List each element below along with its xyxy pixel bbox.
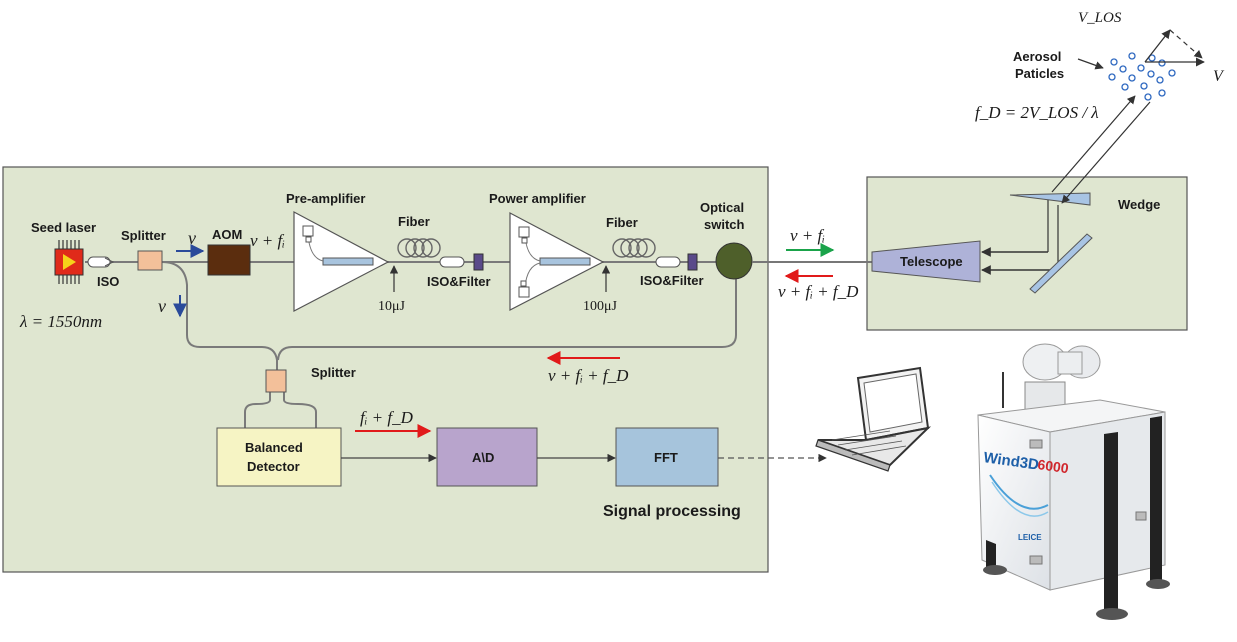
lidar-maker: LEICE	[1018, 533, 1042, 542]
fiber-coil-1	[397, 238, 441, 258]
aom-label: AOM	[212, 227, 242, 242]
power-amplifier-label: Power amplifier	[489, 191, 586, 206]
telescope-body	[871, 240, 981, 283]
aerosol-label-2: Paticles	[1015, 66, 1064, 81]
pre-amplifier-label: Pre-amplifier	[286, 191, 365, 206]
balanced-detector-label-1: Balanced	[245, 440, 303, 455]
transceiver-panel	[2, 166, 769, 573]
v-label: V	[1213, 68, 1225, 85]
fiber-2-label: Fiber	[606, 215, 638, 230]
wind-lidar-device-icon	[977, 343, 1170, 620]
energy-1-label: 10μJ	[378, 299, 406, 314]
optical-switch	[715, 242, 753, 280]
v-los-label: V_LOS	[1078, 10, 1122, 26]
nu-down-label: ν	[158, 296, 166, 316]
telescope-label: Telescope	[900, 254, 963, 269]
fi-plus-fd-label: fᵢ + f_D	[360, 408, 414, 427]
nu-arrow-top-label: ν	[188, 228, 196, 248]
aerosol-label-1: Aerosol	[1013, 49, 1061, 64]
doppler-formula: f_D = 2V_LOS / λ	[975, 103, 1099, 122]
aerosol-pointer	[1077, 58, 1104, 70]
optical-switch-label-1: Optical	[700, 200, 744, 215]
return-signal-inner-label: ν + fᵢ + f_D	[548, 366, 629, 385]
wavelength-label: λ = 1550nm	[19, 312, 102, 331]
optical-switch-label-2: switch	[704, 217, 745, 232]
energy-2-label: 100μJ	[583, 299, 618, 314]
fft-box	[615, 427, 719, 487]
seed-laser-label: Seed laser	[31, 220, 96, 235]
aom-box	[207, 244, 251, 276]
fiber-path-detector	[244, 390, 317, 428]
signal-processing-label: Signal processing	[603, 503, 741, 520]
nu-plus-fi-label: ν + fᵢ	[250, 231, 285, 250]
fft-label: FFT	[654, 450, 678, 465]
iso-label: ISO	[97, 274, 119, 289]
ad-box	[436, 427, 538, 487]
iso-filter-1	[439, 253, 484, 271]
splitter-bottom	[265, 369, 287, 393]
splitter-top-label: Splitter	[121, 228, 166, 243]
beam-to-aerosol	[1051, 95, 1136, 193]
splitter-bottom-label: Splitter	[311, 365, 356, 380]
wedge-label: Wedge	[1118, 197, 1160, 212]
v-projection	[1169, 29, 1203, 59]
iso-filter-1-label: ISO&Filter	[427, 274, 491, 289]
balanced-detector-box	[216, 427, 342, 487]
laser-diode-icon	[54, 240, 84, 284]
pre-amplifier	[293, 211, 390, 312]
fiber-1-label: Fiber	[398, 214, 430, 229]
beam-from-aerosol	[1061, 101, 1151, 204]
isolator-1	[87, 256, 115, 268]
v-los-vector	[1144, 29, 1171, 63]
fiber-path-return	[277, 262, 737, 361]
iso-filter-2	[655, 253, 698, 271]
return-signal-outer-label: ν + fᵢ + f_D	[778, 282, 859, 301]
mirror	[1029, 233, 1093, 294]
fiber-path-lo	[161, 261, 278, 372]
lidar-model: 6000	[1037, 456, 1070, 476]
splitter-top	[137, 250, 163, 271]
laptop-icon	[815, 366, 932, 472]
iso-filter-2-label: ISO&Filter	[640, 273, 704, 288]
balanced-detector-label-2: Detector	[247, 459, 300, 474]
outgoing-signal-label: ν + fᵢ	[790, 226, 825, 245]
power-amplifier	[509, 212, 605, 311]
fiber-coil-2	[612, 238, 656, 258]
aerosol-particles	[1108, 52, 1176, 101]
ad-label: A\D	[472, 450, 494, 465]
